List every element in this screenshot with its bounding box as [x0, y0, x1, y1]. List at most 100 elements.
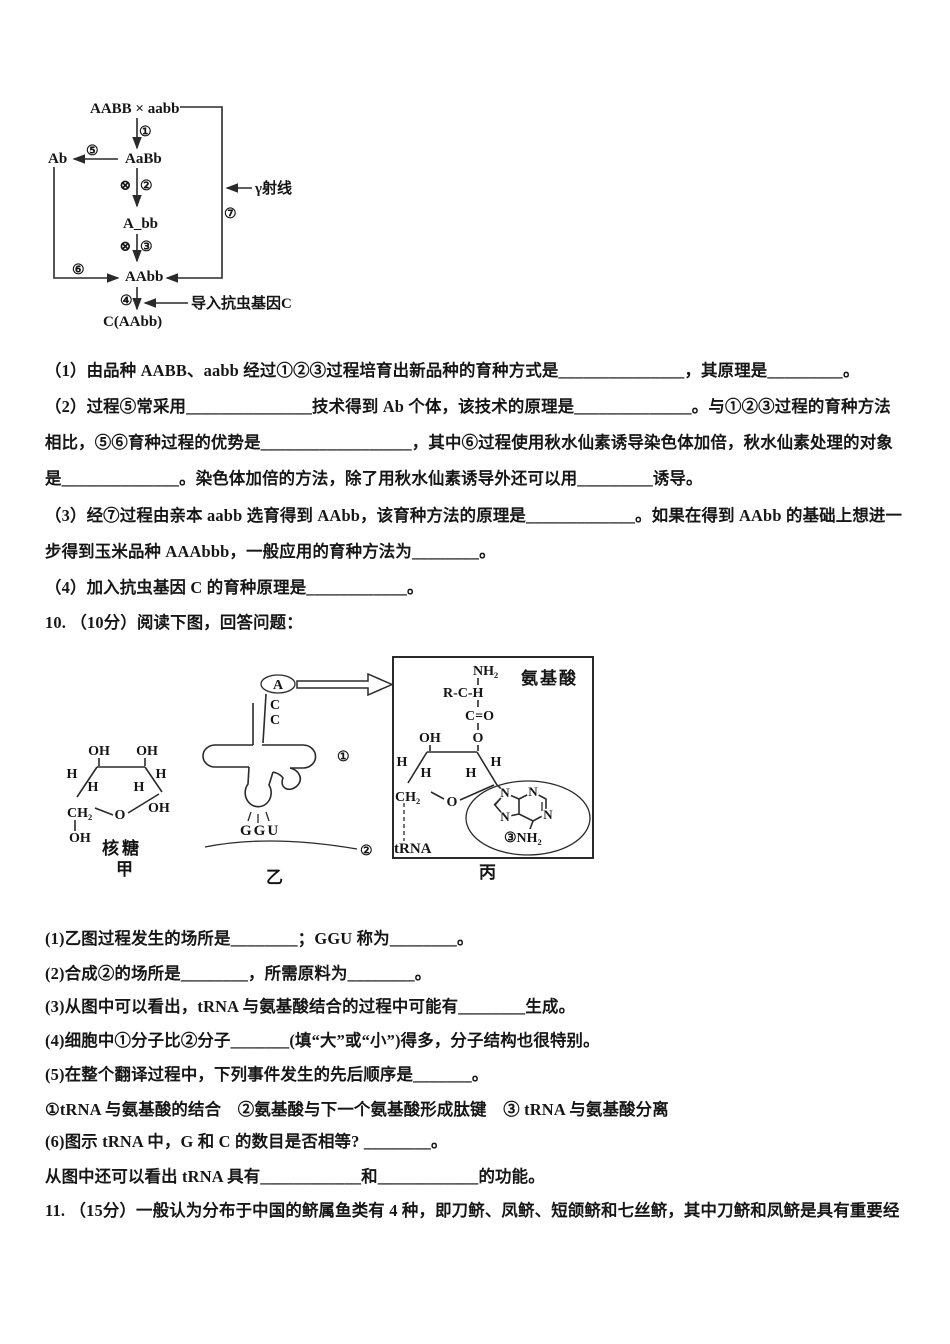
q10-line: (6)图示 tRNA 中，G 和 C 的数目是否相等? ________。 [45, 1132, 448, 1151]
step3-badge: ③ [140, 240, 153, 255]
q10-line: (3)从图中可以看出，tRNA 与氨基酸结合的过程中可能有________生成。 [45, 997, 576, 1016]
step1-badge: ① [139, 125, 152, 140]
selfing-icon: ⊗ [119, 178, 132, 194]
right-arm-loop [262, 744, 317, 769]
h-label: H [88, 780, 99, 795]
h-label: H [466, 766, 477, 781]
label-mask [498, 786, 512, 800]
oh-label: OH [148, 801, 170, 816]
o-label: O [473, 731, 484, 746]
ch2-label: CH₂ [395, 790, 420, 805]
mrna-curve [204, 840, 358, 850]
stem-line [262, 693, 267, 744]
h-label: H [491, 755, 502, 770]
adenine-highlight-ellipse [465, 780, 591, 856]
h-label: H [134, 780, 145, 795]
gene-insert-label: 导入抗虫基因C [191, 294, 292, 312]
q9-line: （4）加入抗虫基因 C 的育种原理是____________。 [45, 578, 424, 597]
mark2-badge: ② [360, 844, 373, 859]
n-label: N [500, 785, 510, 800]
q9-line: （1）由品种 AABB、aabb 经过①②③过程培育出新品种的育种方式是____… [45, 361, 860, 380]
breeding-diagram: AABB × aabb ① AaBb ⑤ Ab ⊗ ② A_bb ⊗ ③ AAb… [48, 101, 292, 330]
acceptor-end-circle [260, 674, 296, 694]
bing-box [392, 656, 594, 859]
ribose-caption: 核糖 [102, 838, 142, 858]
nh2-label: NH₂ [473, 664, 498, 679]
step2-badge: ② [140, 179, 153, 194]
f1-label: AaBb [125, 151, 162, 167]
mark1-badge: ① [337, 750, 350, 765]
q10-line: (1)乙图过程发生的场所是________；GGU 称为________。 [45, 929, 474, 948]
base-c-label: C [270, 713, 280, 728]
oh-label: OH [419, 731, 441, 746]
selfing-icon: ⊗ [119, 239, 132, 255]
q10-figure: OH OH H H H H CH₂ O OH OH 核糖 甲 A C C [67, 656, 594, 887]
bond [459, 784, 495, 801]
q9-line: （2）过程⑤常采用_______________技术得到 Ab 个体，该技术的原… [45, 397, 891, 416]
oh-label: OH [88, 744, 110, 759]
big-right-arrow [296, 672, 394, 697]
ribose-structure: OH OH H H H H CH₂ O OH OH 核糖 甲 [67, 744, 170, 879]
o-label: O [115, 808, 126, 823]
panel-bing-tag: 丙 [479, 863, 496, 882]
rch-label: R-C-H [443, 686, 484, 701]
h-label: H [421, 766, 432, 781]
ab-label: Ab [48, 151, 67, 167]
trna-label: tRNA [394, 841, 432, 857]
n-label: N [543, 807, 553, 822]
base-a-label: A [273, 678, 284, 693]
step5-badge: ⑤ [86, 144, 99, 159]
gamma-ray-label: γ射线 [254, 179, 292, 197]
q10-line: (2)合成②的场所是________，所需原料为________。 [45, 964, 432, 983]
q9-line: 是______________。染色体加倍的方法，除了用秋水仙素诱导外还可以用_… [45, 469, 703, 488]
q10-header: 10. （10分）阅读下图，回答问题： [45, 613, 303, 632]
oh-label: OH [136, 744, 158, 759]
pairing-tick [265, 811, 270, 822]
q11-line: 11. （15分）一般认为分布于中国的鲚属鱼类有 4 种，即刀鲚、凤鲚、短颌鲚和… [45, 1201, 900, 1220]
bond [529, 820, 534, 830]
step6-badge: ⑥ [72, 263, 85, 278]
bond [76, 766, 98, 798]
h-label: H [156, 767, 167, 782]
arrow-step7 [165, 106, 223, 283]
mark3-nh2-label: ③NH₂ [504, 831, 542, 846]
bond [430, 791, 445, 800]
cross-parents-label: AABB × aabb [90, 101, 179, 117]
h-label: H [397, 755, 408, 770]
anticodon-label: GGU [240, 823, 280, 839]
label-mask [541, 808, 555, 822]
q10-line: (5)在整个翻译过程中，下列事件发生的先后顺序是_______。 [45, 1065, 489, 1084]
n-label: N [500, 809, 510, 824]
base-c-label: C [270, 698, 280, 713]
panel-yi-tag: 乙 [266, 868, 283, 887]
product-label: C(AAbb) [103, 314, 162, 330]
h-label: H [67, 767, 78, 782]
bond [407, 751, 428, 784]
panel-jia-tag: 甲 [116, 860, 133, 879]
amino-acid-caption: 氨基酸 [521, 668, 578, 688]
f3-label: AAbb [125, 269, 163, 285]
q9-line: 步得到玉米品种 AAAbbb，一般应用的育种方法为________。 [45, 542, 496, 561]
step7-badge: ⑦ [224, 207, 237, 222]
o-label: O [447, 795, 458, 810]
trna-structure: A C C GGU ① ② 乙 [202, 672, 394, 887]
q10-line: 从图中还可以看出 tRNA 具有____________和___________… [45, 1167, 545, 1186]
anticodon-loop [244, 766, 274, 808]
variable-loop [272, 767, 302, 790]
bond [476, 751, 498, 786]
bond [94, 807, 114, 816]
label-mask [526, 785, 540, 799]
q10-line: ①tRNA 与氨基酸的结合 ②氨基酸与下一个氨基酸形成肽键 ③ tRNA 与氨基… [45, 1100, 669, 1119]
q9-line: 相比，⑤⑥育种过程的优势是__________________，其中⑥过程使用秋… [45, 433, 893, 452]
oh-label: OH [69, 831, 91, 846]
step4-badge: ④ [120, 294, 133, 309]
double-bond-tick [493, 797, 502, 806]
label-mask [498, 810, 512, 824]
pairing-tick [247, 811, 252, 822]
left-arm-loop [202, 744, 253, 768]
arrow-step6 [53, 167, 120, 283]
co-label: C=O [465, 709, 494, 724]
f2-label: A_bb [123, 216, 158, 232]
q9-line: （3）经⑦过程由亲本 aabb 选育得到 AAbb，该育种方法的原理是_____… [45, 506, 903, 525]
